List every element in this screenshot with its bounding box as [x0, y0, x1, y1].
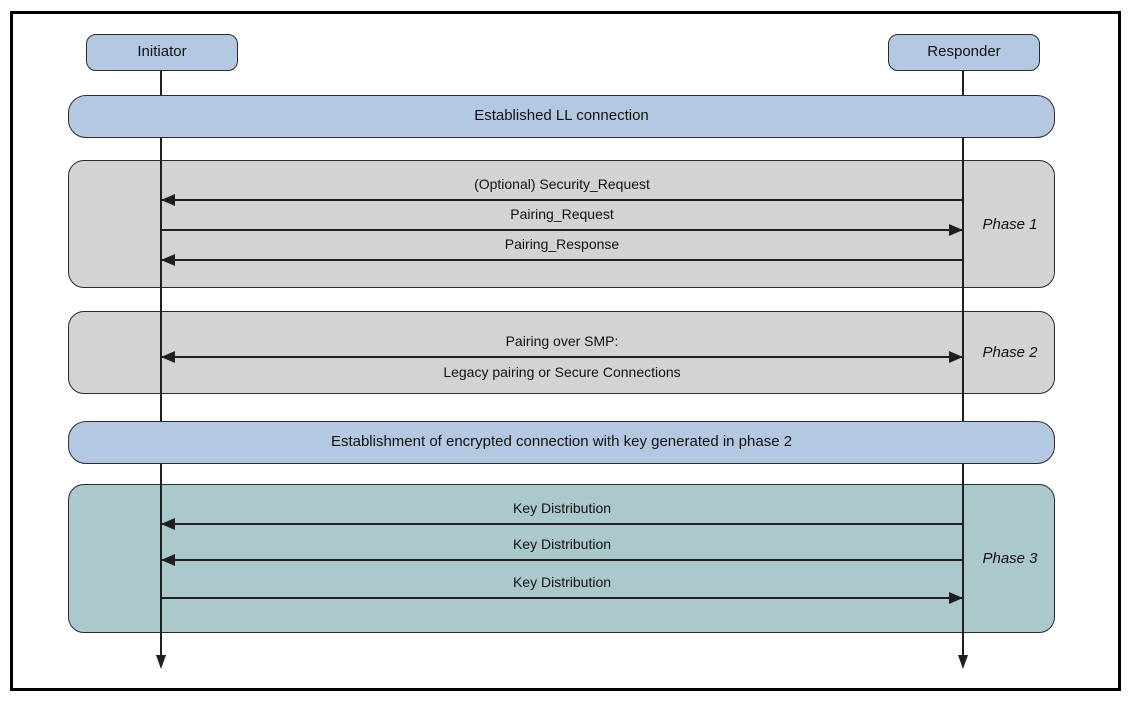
message-arrow [161, 553, 963, 567]
arrow-line [161, 229, 963, 231]
banner-established-ll-connection: Established LL connection [68, 95, 1055, 138]
message-key-distribution-3: Key Distribution [161, 574, 963, 605]
phase3-box [68, 484, 1055, 633]
diagram-border [10, 11, 1121, 691]
message-label: (Optional) Security_Request [474, 176, 650, 192]
message-arrow [161, 193, 963, 207]
message-arrow [161, 591, 963, 605]
arrowhead-right-icon [949, 592, 963, 604]
message-arrow [161, 350, 963, 364]
message-label: Key Distribution [512, 574, 612, 590]
message-arrow [161, 517, 963, 531]
arrowhead-left-icon [161, 554, 175, 566]
arrow-line [161, 199, 963, 201]
arrowhead-left-icon [161, 194, 175, 206]
message-label: Pairing_Request [510, 206, 614, 222]
message-pairing-response: Pairing_Response [161, 236, 963, 267]
actor-responder: Responder [888, 34, 1040, 71]
message-arrow [161, 223, 963, 237]
message-security-request: (Optional) Security_Request [161, 176, 963, 207]
message-label: Pairing over SMP: [505, 333, 619, 349]
message-label: Key Distribution [512, 500, 612, 516]
arrow-line [161, 356, 963, 358]
arrow-line [161, 559, 963, 561]
phase3-label: Phase 3 [982, 550, 1038, 567]
lifeline-arrowhead-responder-icon [958, 655, 968, 669]
phase1-label: Phase 1 [982, 216, 1038, 233]
lifeline-arrowhead-initiator-icon [156, 655, 166, 669]
lifeline-responder [962, 71, 964, 657]
arrowhead-left-icon [161, 351, 175, 363]
message-sublabel: Legacy pairing or Secure Connections [443, 364, 681, 380]
message-arrow [161, 253, 963, 267]
arrow-line [161, 597, 963, 599]
message-key-distribution-1: Key Distribution [161, 500, 963, 531]
arrowhead-left-icon [161, 254, 175, 266]
arrowhead-right-icon [949, 224, 963, 236]
message-pairing-over-smp: Pairing over SMP: Legacy pairing or Secu… [161, 333, 963, 381]
arrow-line [161, 523, 963, 525]
arrowhead-right-icon [949, 351, 963, 363]
arrowhead-left-icon [161, 518, 175, 530]
phase2-box [68, 311, 1055, 394]
arrow-line [161, 259, 963, 261]
actor-initiator: Initiator [86, 34, 238, 71]
phase2-label: Phase 2 [982, 344, 1038, 361]
message-key-distribution-2: Key Distribution [161, 536, 963, 567]
message-pairing-request: Pairing_Request [161, 206, 963, 237]
message-label: Pairing_Response [504, 236, 620, 252]
phase1-box [68, 160, 1055, 288]
message-label: Key Distribution [512, 536, 612, 552]
banner-encrypted-connection: Establishment of encrypted connection wi… [68, 421, 1055, 464]
lifeline-initiator [160, 71, 162, 657]
